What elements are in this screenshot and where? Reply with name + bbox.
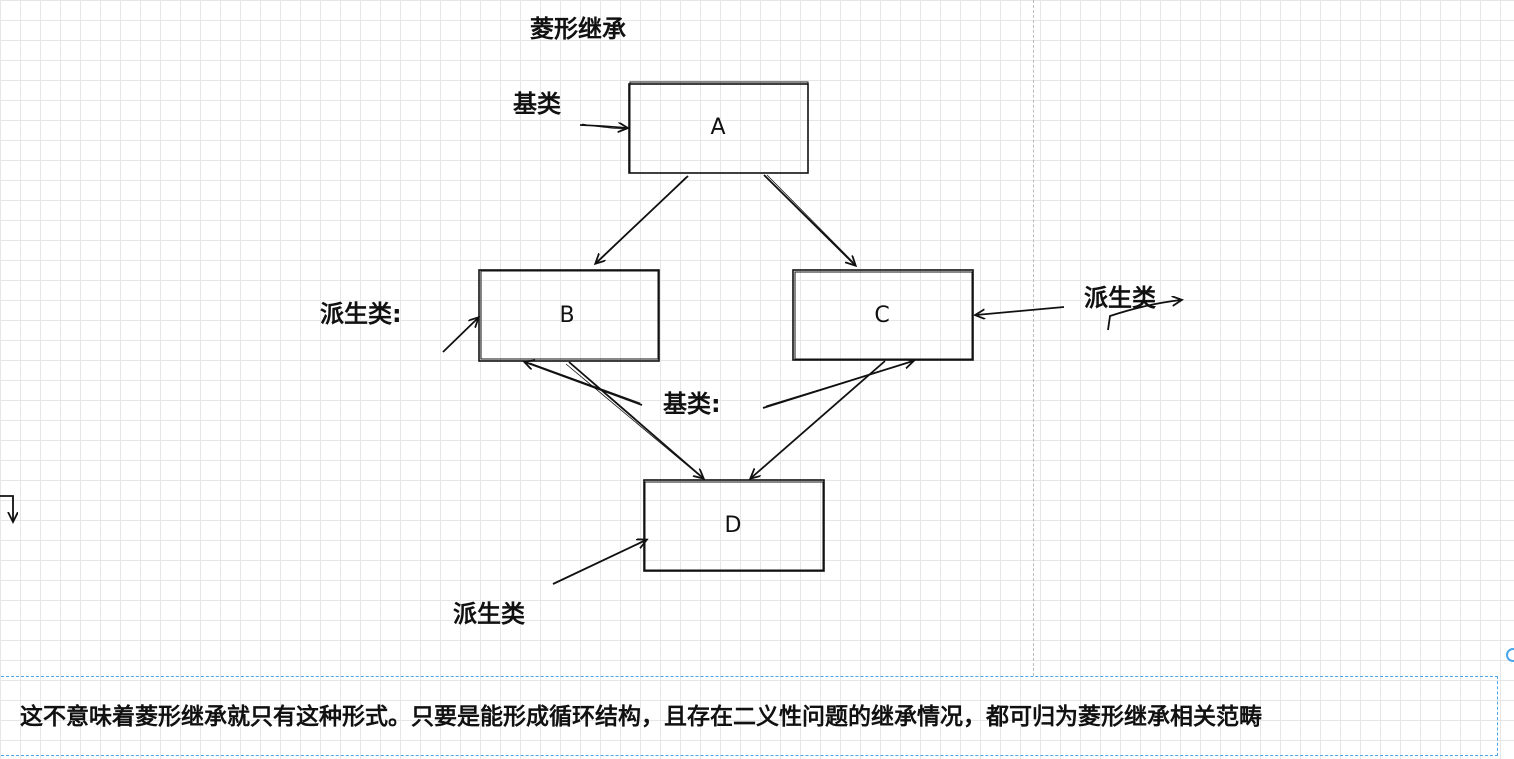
canvas-divider xyxy=(1033,0,1034,676)
node-b-box[interactable] xyxy=(478,269,660,362)
arrow-b-to-d[interactable] xyxy=(565,361,703,478)
arrow-base-label-to-a[interactable] xyxy=(579,124,627,129)
label-base-middle: 基类: xyxy=(663,390,721,418)
label-derived-bottom: 派生类 xyxy=(453,600,525,628)
selection-handle[interactable] xyxy=(1506,648,1514,662)
arrow-a-to-c[interactable] xyxy=(763,174,855,265)
arrow-c-to-d[interactable] xyxy=(751,360,886,478)
diagram-title: 菱形继承 xyxy=(530,15,626,43)
arrow-a-to-b[interactable] xyxy=(596,175,689,263)
arrow-base-middle-to-c[interactable] xyxy=(762,361,913,409)
arrow-base-middle-to-b[interactable] xyxy=(525,362,643,406)
arrow-derived-bottom-to-d[interactable] xyxy=(552,540,646,585)
note-selection-box[interactable] xyxy=(0,676,1498,756)
label-derived-left: 派生类: xyxy=(320,300,402,328)
label-derived-right: 派生类 xyxy=(1084,284,1156,312)
arrow-stray-right[interactable] xyxy=(1107,300,1181,331)
node-d-label: D xyxy=(724,513,742,538)
note-text[interactable]: 这不意味着菱形继承就只有这种形式。只要是能形成循环结构，且存在二义性问题的继承情… xyxy=(20,704,1262,730)
arrow-partial-left-edge[interactable] xyxy=(0,495,13,521)
arrow-derived-label-to-b[interactable] xyxy=(442,318,478,353)
node-a-label: A xyxy=(710,115,726,140)
node-b-label: B xyxy=(559,303,575,328)
node-c-label: C xyxy=(874,303,890,328)
node-d-box[interactable] xyxy=(643,479,825,572)
label-base-top: 基类 xyxy=(513,90,561,118)
arrow-derived-label-to-c[interactable] xyxy=(976,306,1065,315)
